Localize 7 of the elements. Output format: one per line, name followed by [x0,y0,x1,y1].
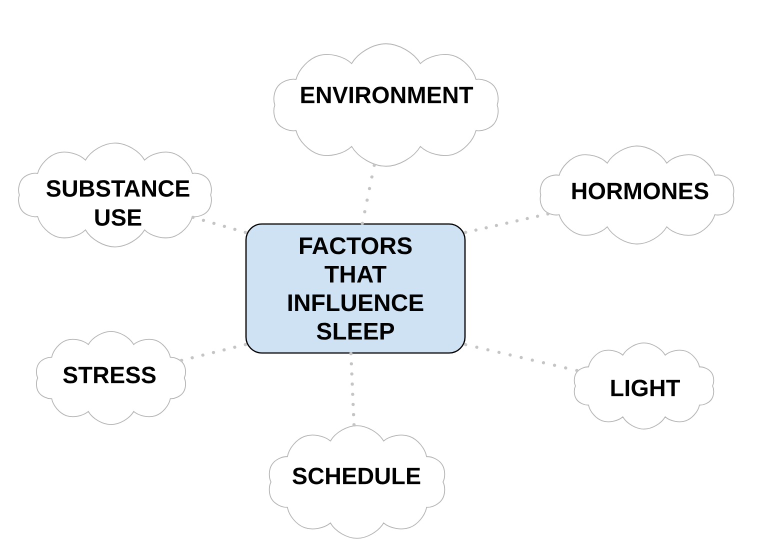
dotted-connector [464,212,550,234]
dotted-connector [349,352,356,427]
dotted-connector [360,163,376,225]
dotted-connector [464,343,580,372]
dotted-connector [180,343,247,362]
topic-box: FACTORS THAT INFLUENCE SLEEP [245,223,466,354]
dotted-connector [191,216,247,234]
